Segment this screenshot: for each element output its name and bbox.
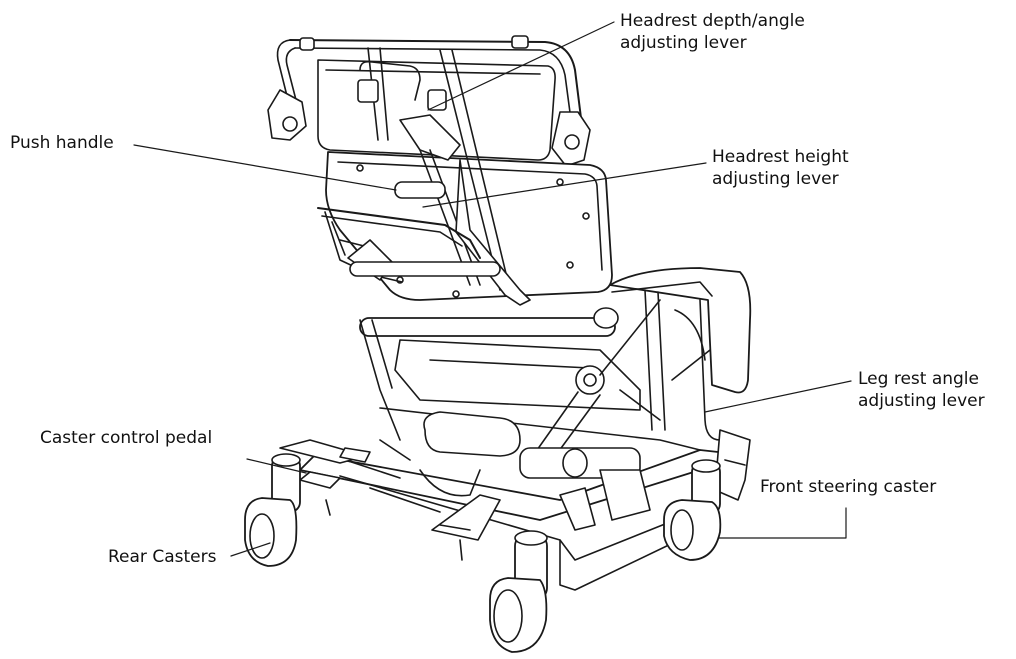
leader-lines	[133, 21, 852, 557]
label-push-handle: Push handle	[10, 133, 114, 153]
leader-push-handle	[133, 144, 397, 191]
leader-front-caster	[717, 507, 847, 539]
seat-crossbars	[349, 261, 641, 441]
label-leg-rest-line1: Leg rest angle	[858, 369, 979, 389]
leader-headrest-height	[422, 162, 707, 208]
pedal-assembly	[279, 411, 521, 561]
label-front-caster: Front steering caster	[760, 477, 937, 497]
leader-headrest-depth	[427, 21, 615, 111]
label-headrest-height-line1: Headrest height	[712, 147, 849, 167]
label-leg-rest-line2: adjusting lever	[858, 391, 985, 411]
leader-leg-rest	[704, 380, 852, 413]
leader-caster-pedal	[246, 458, 307, 474]
backrest-frame	[267, 35, 591, 167]
label-headrest-height: Headrest height adjusting lever	[712, 146, 849, 190]
label-rear-casters: Rear Casters	[108, 547, 217, 567]
leg-rest	[609, 267, 752, 441]
rear-caster-right	[489, 530, 548, 653]
front-steering-caster	[663, 459, 722, 561]
label-caster-pedal: Caster control pedal	[40, 428, 213, 448]
label-headrest-height-line2: adjusting lever	[712, 169, 839, 189]
label-leg-rest: Leg rest angle adjusting lever	[858, 368, 985, 412]
leader-rear-casters	[230, 542, 271, 557]
label-headrest-depth-line2: adjusting lever	[620, 33, 747, 53]
label-headrest-depth-line1: Headrest depth/angle	[620, 11, 805, 31]
label-headrest-depth: Headrest depth/angle adjusting lever	[620, 10, 805, 54]
